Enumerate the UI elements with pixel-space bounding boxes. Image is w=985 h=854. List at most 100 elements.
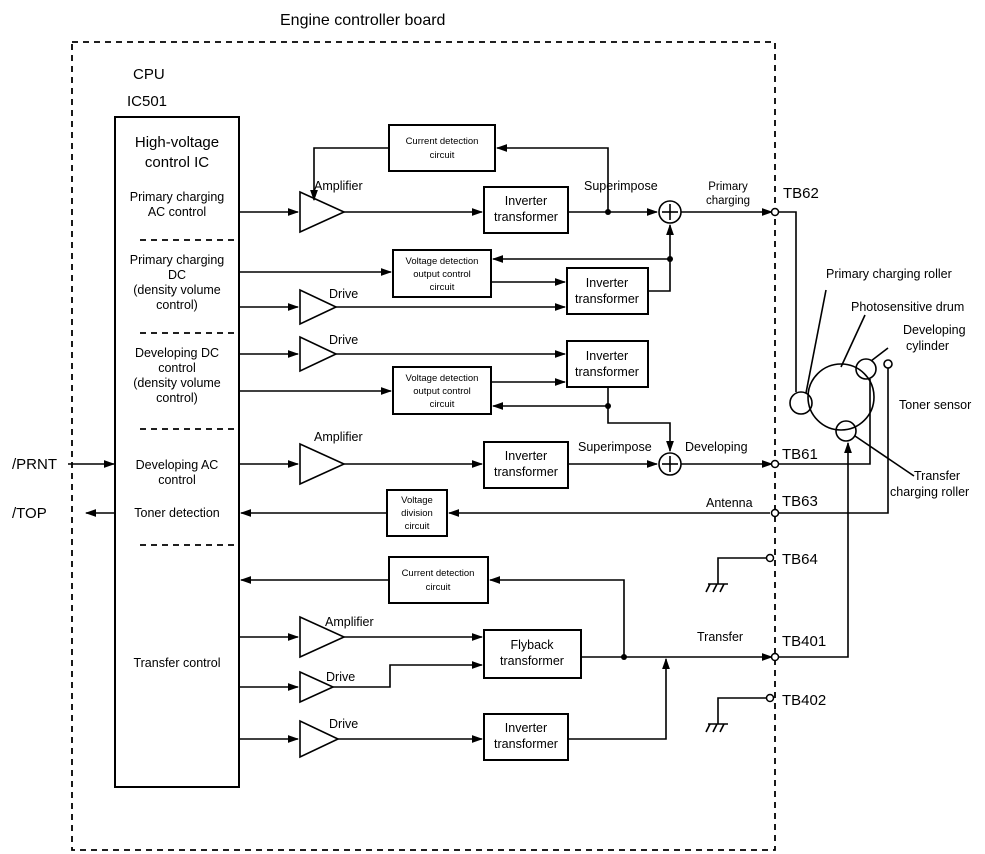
transfer-roller-label-1: Transfer [914, 469, 960, 483]
wire-tb61-to-developing-cylinder [779, 379, 871, 465]
primary-roller-label: Primary charging roller [826, 267, 952, 281]
tb63-terminal [770, 508, 780, 518]
superimpose-1-label: Superimpose [584, 179, 658, 193]
inverter-2-text-2: transformer [575, 292, 639, 306]
primary-charging-label-2: charging [706, 195, 750, 207]
hvic-title-2: control IC [145, 154, 209, 171]
cpu-ic-label: IC501 [127, 93, 167, 110]
tb402-label: TB402 [782, 692, 826, 709]
voltage-division-text-3: circuit [405, 521, 430, 532]
voltage-detection-2-text-3: circuit [430, 399, 455, 410]
flyback-text-2: transformer [500, 654, 564, 668]
voltage-detection-2-text-2: output control [413, 386, 471, 397]
transfer-roller-leader [854, 435, 915, 477]
cpu-label: CPU [133, 66, 165, 83]
superimpose-2-label: Superimpose [578, 440, 652, 454]
hvic-developing-dc-4: control) [156, 391, 198, 405]
tb64-terminal [765, 553, 775, 563]
developing-cylinder-label-2: cylinder [906, 339, 949, 353]
inverter-4-text-2: transformer [494, 465, 558, 479]
tb63-label: TB63 [782, 493, 818, 510]
wire-tb401-to-transfer-roller [779, 441, 852, 658]
wire-current-det-1-to-amp1 [310, 147, 389, 202]
flyback-transformer [483, 629, 582, 679]
current-detection-circuit-2 [388, 556, 489, 604]
tb64-ground-4 [719, 583, 725, 593]
drive-3-label: Drive [326, 670, 355, 684]
tb61-terminal [770, 459, 780, 469]
voltage-detection-circuit-1 [392, 249, 492, 298]
developing-cylinder-leader [870, 347, 889, 362]
inverter-transformer-2 [566, 267, 649, 315]
tb64-label: TB64 [782, 551, 818, 568]
current-detection-1-text-2: circuit [430, 150, 455, 161]
inverter-transformer-4 [483, 441, 569, 489]
hvic-primary-ac-2: AC control [148, 205, 206, 219]
inverter-4-text-1: Inverter [505, 449, 547, 463]
hvic-developing-ac-1: Developing AC [136, 458, 219, 472]
voltage-detection-1-text-1: Voltage detection [406, 256, 479, 267]
transfer-roller-label-2: charging roller [890, 485, 969, 499]
voltage-detection-1-text-2: output control [413, 269, 471, 280]
voltage-division-text-2: division [401, 508, 433, 519]
primary-charging-label-1: Primary [708, 181, 748, 193]
inverter-5-text-1: Inverter [505, 721, 547, 735]
hvic-primary-dc-2: DC [168, 268, 186, 282]
drive-1-symbol [299, 288, 338, 326]
amplifier-1-label: Amplifier [314, 179, 363, 193]
tb61-label: TB61 [782, 446, 818, 463]
wire-drive3-to-flyback [333, 661, 484, 688]
high-voltage-control-ic [114, 116, 240, 788]
tb402-terminal [765, 693, 775, 703]
developing-label: Developing [685, 440, 748, 454]
drive-4-label: Drive [329, 717, 358, 731]
amplifier-3-symbol [299, 615, 346, 659]
drive-4-symbol [299, 719, 340, 759]
hvic-primary-dc-4: control) [156, 298, 198, 312]
tb62-terminal [770, 207, 780, 217]
engine-controller-board-outline [71, 41, 776, 851]
flyback-text-1: Flyback [510, 638, 554, 652]
drum-label: Photosensitive drum [851, 300, 964, 314]
wire-tb62-to-primary-roller [779, 211, 797, 392]
voltage-division-text-1: Voltage [401, 495, 433, 506]
tb401-terminal [770, 652, 780, 662]
wire-feedback-to-current-det-2 [488, 576, 625, 657]
voltage-detection-2-text-1: Voltage detection [406, 373, 479, 384]
amplifier-2-label: Amplifier [314, 430, 363, 444]
hvic-toner-detection: Toner detection [134, 506, 220, 520]
wire-tb63-to-toner-sensor [779, 368, 889, 514]
board-title: Engine controller board [280, 12, 445, 29]
transfer-label: Transfer [697, 630, 743, 644]
amplifier-1-symbol [299, 190, 346, 234]
tb62-label: TB62 [783, 185, 819, 202]
inverter-1-text-2: transformer [494, 210, 558, 224]
developing-cylinder [855, 358, 877, 380]
hvic-primary-ac-1: Primary charging [130, 190, 225, 204]
drive-2-symbol [299, 335, 338, 373]
wire-inv5-to-transfer [568, 657, 670, 740]
primary-charging-roller [789, 391, 813, 415]
inverter-transformer-3 [566, 340, 649, 388]
hvic-developing-dc-1: Developing DC [135, 346, 219, 360]
hvic-transfer-control: Transfer control [133, 656, 220, 670]
tb402-ground-4 [719, 723, 725, 733]
hvic-developing-ac-2: control [158, 473, 196, 487]
voltage-detection-circuit-2 [392, 366, 492, 415]
prnt-signal-label: /PRNT [12, 456, 57, 473]
inverter-2-text-1: Inverter [586, 276, 628, 290]
hvic-developing-dc-3: (density volume [133, 376, 221, 390]
hvic-primary-dc-3: (density volume [133, 283, 221, 297]
voltage-detection-1-text-3: circuit [430, 282, 455, 293]
tb401-label: TB401 [782, 633, 826, 650]
inverter-3-text-2: transformer [575, 365, 639, 379]
inverter-5-text-2: transformer [494, 737, 558, 751]
drive-2-label: Drive [329, 333, 358, 347]
hvic-primary-dc-1: Primary charging [130, 253, 225, 267]
antenna-label: Antenna [706, 496, 753, 510]
toner-sensor-label: Toner sensor [899, 398, 971, 412]
tb64-ground-wire [717, 557, 766, 584]
tb402-ground-wire [717, 697, 766, 724]
tb64-ground-2 [705, 583, 711, 593]
drive-3-symbol [299, 670, 335, 704]
